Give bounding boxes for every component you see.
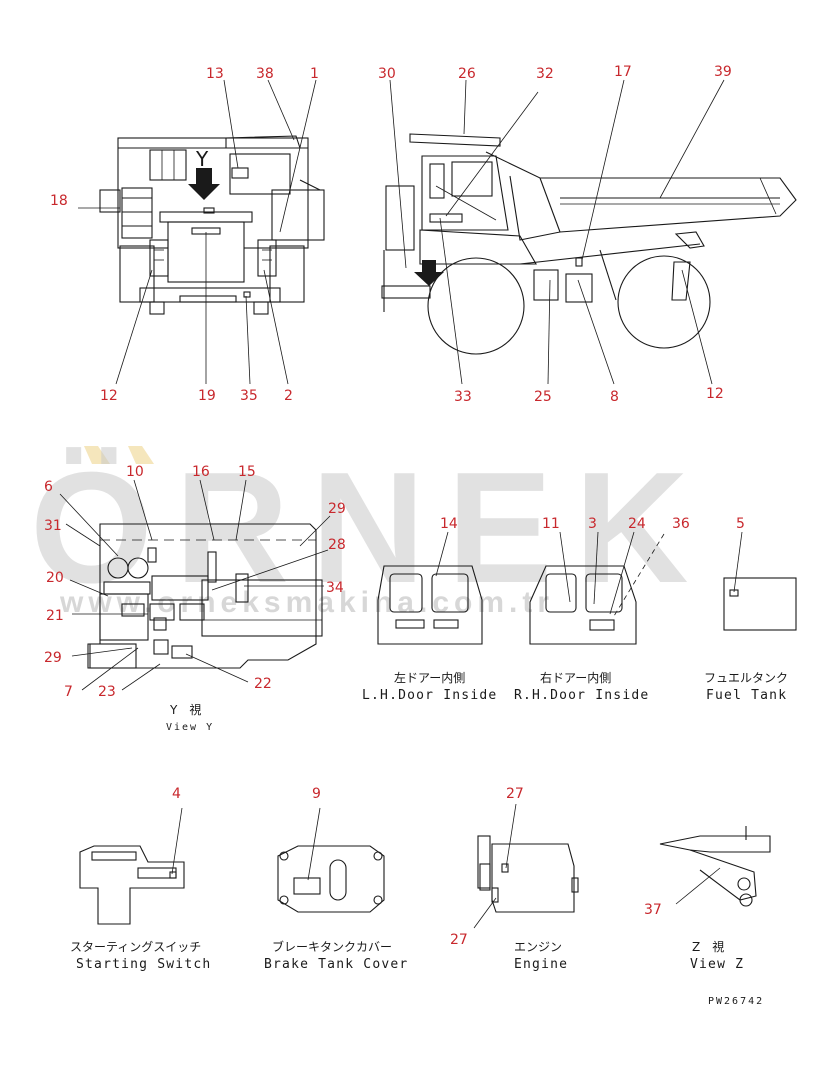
callout-14: 14 bbox=[440, 516, 458, 532]
callout-32: 32 bbox=[536, 66, 554, 82]
watermark-url: www.orneksmakina.com.tr bbox=[59, 586, 554, 619]
caption-brake-tank-en: Brake Tank Cover bbox=[264, 957, 408, 972]
view-z-drawing bbox=[659, 826, 771, 907]
callout-30: 30 bbox=[378, 66, 396, 82]
callout-36: 36 bbox=[672, 516, 690, 532]
view-y-drawing bbox=[87, 523, 323, 669]
caption-starting-switch-en: Starting Switch bbox=[76, 957, 211, 972]
fuel-tank-drawing bbox=[723, 531, 797, 631]
callout-35: 35 bbox=[240, 388, 258, 404]
caption-rh-door-jp: 右ドアー内側 bbox=[540, 670, 611, 685]
callout-3: 3 bbox=[588, 516, 597, 532]
caption-view-z-en: View Z bbox=[690, 957, 744, 972]
side-view-truck bbox=[381, 133, 797, 355]
callout-6: 6 bbox=[44, 479, 53, 495]
drawing-number: PW26742 bbox=[708, 996, 764, 1007]
callout-18: 18 bbox=[50, 193, 68, 209]
caption-fuel-tank-jp: フュエルタンク bbox=[704, 671, 788, 685]
callout-4: 4 bbox=[172, 786, 181, 802]
callout-26: 26 bbox=[458, 66, 476, 82]
callout-27-top: 27 bbox=[506, 786, 524, 802]
brake-tank-cover-drawing bbox=[277, 807, 385, 913]
side-view-leaders bbox=[389, 79, 725, 385]
callout-38: 38 bbox=[256, 66, 274, 82]
callout-22: 22 bbox=[254, 676, 272, 692]
caption-view-y-en: View Y bbox=[166, 722, 214, 733]
caption-starting-switch-jp: スターティングスイッチ bbox=[70, 940, 201, 954]
watermark-brand: ÖRNEK bbox=[30, 440, 711, 616]
watermark: ÖRNEK www.orneksmakina.com.tr bbox=[30, 440, 711, 619]
callout-29-bottom: 29 bbox=[44, 650, 62, 666]
starting-switch-drawing bbox=[79, 807, 185, 925]
callout-24: 24 bbox=[628, 516, 646, 532]
caption-lh-door-en: L.H.Door Inside bbox=[362, 688, 497, 703]
caption-engine-jp: エンジン bbox=[514, 940, 562, 954]
door-leaders bbox=[435, 531, 665, 617]
callout-19: 19 bbox=[198, 388, 216, 404]
callout-27-bottom: 27 bbox=[450, 932, 468, 948]
callout-13: 13 bbox=[206, 66, 224, 82]
callout-29-top: 29 bbox=[328, 501, 346, 517]
callout-2: 2 bbox=[284, 388, 293, 404]
caption-engine-en: Engine bbox=[514, 957, 568, 972]
callout-34: 34 bbox=[326, 580, 344, 596]
callout-37: 37 bbox=[644, 902, 662, 918]
callout-9: 9 bbox=[312, 786, 321, 802]
caption-rh-door-en: R.H.Door Inside bbox=[514, 688, 649, 703]
callout-16: 16 bbox=[192, 464, 210, 480]
view-y-marker: Y bbox=[195, 147, 209, 171]
callout-20: 20 bbox=[46, 570, 64, 586]
callout-10: 10 bbox=[126, 464, 144, 480]
caption-view-z-jp: Z 視 bbox=[692, 939, 724, 954]
engine-drawing bbox=[473, 803, 579, 929]
callout-21: 21 bbox=[46, 608, 64, 624]
caption-view-y-jp: Y 視 bbox=[169, 702, 201, 717]
lh-door-drawing bbox=[377, 565, 483, 645]
callout-17: 17 bbox=[614, 64, 632, 80]
callout-33: 33 bbox=[454, 389, 472, 405]
callout-11: 11 bbox=[542, 516, 560, 532]
callout-31: 31 bbox=[44, 518, 62, 534]
caption-brake-tank-jp: ブレーキタンクカバー bbox=[272, 939, 392, 954]
callout-7: 7 bbox=[64, 684, 73, 700]
caption-fuel-tank-en: Fuel Tank bbox=[706, 688, 787, 703]
callout-23: 23 bbox=[98, 684, 116, 700]
caption-lh-door-jp: 左ドアー内側 bbox=[394, 670, 465, 685]
callout-8: 8 bbox=[610, 389, 619, 405]
front-view-truck: Y bbox=[99, 135, 325, 315]
callout-12-side: 12 bbox=[706, 386, 724, 402]
front-view-leaders bbox=[78, 79, 317, 385]
callout-12-front: 12 bbox=[100, 388, 118, 404]
callout-39: 39 bbox=[714, 64, 732, 80]
callout-numbers: 13 38 1 18 12 19 35 2 30 26 32 17 39 33 … bbox=[44, 64, 745, 948]
callout-1: 1 bbox=[310, 66, 319, 82]
callout-28: 28 bbox=[328, 537, 346, 553]
view-y-leaders bbox=[59, 479, 331, 691]
callout-15: 15 bbox=[238, 464, 256, 480]
captions: Y 視 View Y 左ドアー内側 L.H.Door Inside 右ドアー内側… bbox=[70, 670, 788, 1007]
callout-25: 25 bbox=[534, 389, 552, 405]
callout-5: 5 bbox=[736, 516, 745, 532]
